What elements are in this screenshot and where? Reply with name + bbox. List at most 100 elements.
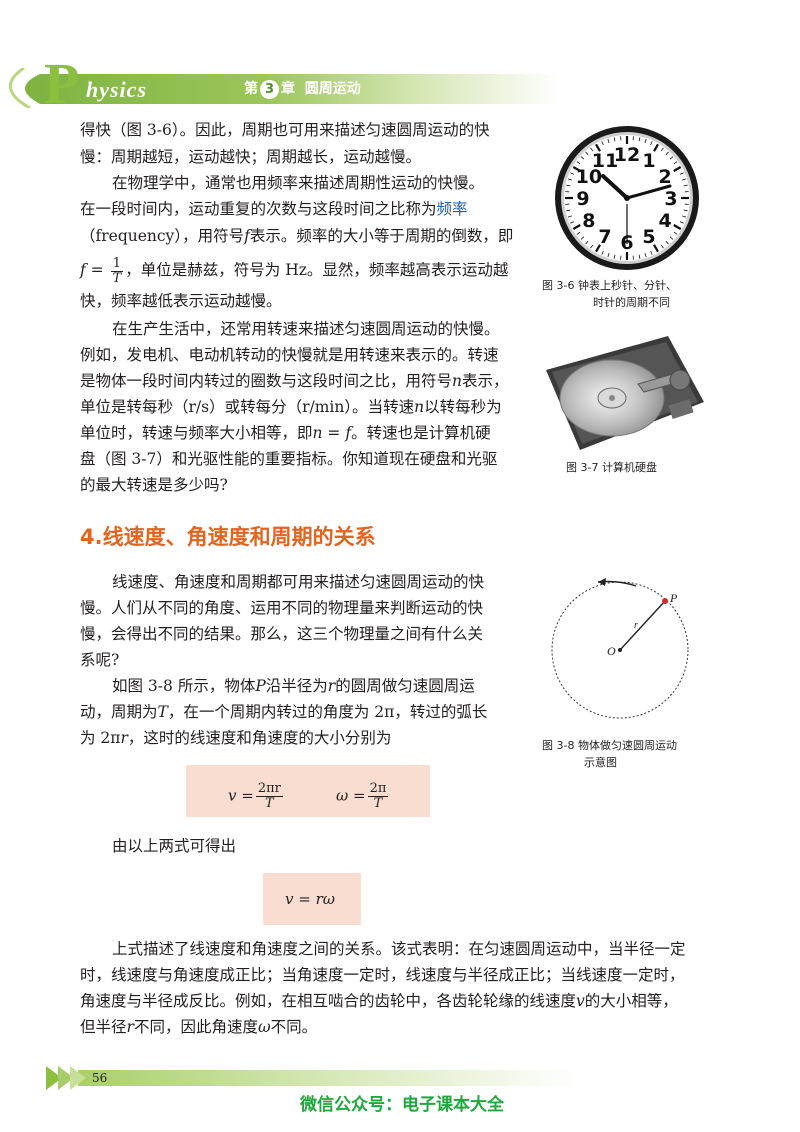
para6-line4-text-a: 但半径 <box>80 1018 127 1036</box>
caption-fig-3-6-line2: 时针的周期不同 <box>593 296 670 309</box>
para3-line1: 在生产生活中，还常用转速来描述匀速圆周运动的快慢。 <box>112 320 500 338</box>
disk-spindle-center <box>609 395 615 401</box>
clock-tick <box>572 224 581 230</box>
para5-line1-text-c: 的圆周做匀速圆周运 <box>335 677 475 695</box>
clock-tick <box>673 161 678 165</box>
clock-tick <box>576 161 581 165</box>
chapter-suffix: 章 <box>281 81 295 97</box>
clock-tick <box>585 240 589 245</box>
para3-line5-text-a: 单位时，转速与频率大小相等，即 <box>80 424 313 442</box>
clock-numeral: 2 <box>658 166 671 188</box>
para5-line3-text-a: 为 2π <box>80 729 121 747</box>
clock-tick <box>682 178 687 181</box>
symbol-omega: ω <box>257 1018 271 1036</box>
formula-v-numerator: 2πr <box>255 781 283 797</box>
point-p <box>662 598 668 604</box>
clock-ticks <box>565 136 689 260</box>
para5-line2-text-a: 动，周期为 <box>80 703 158 721</box>
disk-magnet <box>668 398 694 420</box>
logo-initial: P <box>44 51 80 116</box>
clock-tick <box>580 236 585 240</box>
fraction-numerator: 1 <box>110 256 124 272</box>
clock-tick <box>566 184 571 187</box>
para2-line2: 在一段时间内，运动重复的次数与这段时间之比称为频率 <box>80 199 468 219</box>
clock-tick <box>567 215 572 218</box>
logo-text: hysics <box>86 77 147 102</box>
clock-tick <box>613 254 616 259</box>
term-frequency: 频率 <box>436 200 468 218</box>
clock-tick <box>673 166 682 172</box>
clock-numeral: 4 <box>658 210 671 232</box>
figure-circular-motion: P O r <box>551 578 689 719</box>
clock-tick <box>653 143 659 152</box>
symbol-n-2: n <box>414 398 425 416</box>
radius-line <box>619 600 666 651</box>
symbol-r-2: r <box>120 729 128 747</box>
clock-tick <box>660 147 664 152</box>
para4-line4: 系呢? <box>80 651 120 669</box>
direction-arrow-head <box>598 578 606 586</box>
clock-tick <box>590 244 594 249</box>
clock-tick <box>585 151 589 156</box>
fraction-denominator: T <box>112 270 122 286</box>
section-heading: 4.线速度、角速度和周期的关系 <box>80 525 376 549</box>
para3-line3-text-a: 是物体一段时间内转过的圈数与这段时间之比，用符号 <box>80 372 453 390</box>
clock-tick <box>673 231 678 235</box>
para1-line1: 得快（图 3-6）。因此，周期也可用来描述匀速圆周运动的快 <box>80 121 490 139</box>
symbol-r: r <box>327 677 336 695</box>
clock-tick <box>644 138 647 143</box>
para4-line2: 慢。人们从不同的角度、运用不同的物理量来判断运动的快 <box>80 599 484 617</box>
para2-line3-text-a: （frequency），用符号 <box>80 227 245 245</box>
clock-tick <box>665 240 669 245</box>
clock-tick <box>683 209 688 212</box>
clock-hour-hand <box>601 174 629 200</box>
figure-hard-disk <box>546 336 704 450</box>
clock-tick <box>595 244 601 253</box>
footer-arrow-3 <box>70 1066 86 1090</box>
para6-line4-text-c: 不同。 <box>270 1018 318 1036</box>
formula-f-eq: = <box>85 261 109 279</box>
symbol-p: P <box>255 677 266 695</box>
para6-line2: 时，线速度与角速度成正比；当角速度一定时，线速度与半径成正比；当线速度一定时， <box>80 966 685 984</box>
label-p: P <box>669 591 678 605</box>
caption-fig-3-8-line1: 图 3-8 物体做匀速圆周运动 <box>542 739 677 752</box>
para6-line3: 角速度与半径成反比。例如，在相互啮合的齿轮中，各齿轮轮缘的线速度v的大小相等， <box>80 991 678 1011</box>
formula-omega-lhs: ω = <box>336 786 366 805</box>
para6-line3-text-a: 角速度与半径成反比。例如，在相互啮合的齿轮中，各齿轮轮缘的线速度 <box>80 992 577 1010</box>
formula-omega-numerator: 2π <box>367 781 389 797</box>
para6-line4: 但半径r不同，因此角速度ω不同。 <box>80 1017 317 1037</box>
para2-line4-text: ，单位是赫兹，符号为 Hz。显然，频率越高表示运动越 <box>125 261 509 279</box>
clock-tick <box>595 143 601 152</box>
para4-line3: 慢，会得出不同的结果。那么，这三个物理量之间有什么关 <box>80 625 484 643</box>
clock-tick <box>669 156 674 160</box>
clock-numeral: 1 <box>642 150 655 172</box>
para2-line2-text: 在一段时间内，运动重复的次数与这段时间之比称为 <box>80 200 437 218</box>
chapter-number: 3 <box>260 80 279 99</box>
clock-tick <box>669 236 674 240</box>
formula-omega-denominator: T <box>373 796 383 811</box>
circle-path <box>551 581 689 719</box>
para3-line4: 单位是转每秒（r/s）或转每分（r/min）。当转速n以转每秒为 <box>80 397 502 417</box>
clock-tick <box>644 253 647 258</box>
clock-numeral: 8 <box>582 210 595 232</box>
watermark: 微信公众号：电子课本大全 <box>300 1095 504 1115</box>
symbol-r-3: r <box>126 1018 134 1036</box>
para5-line2: 动，周期为T，在一个周期内转过的角度为 2π，转过的弧长 <box>80 702 487 722</box>
para3-line6: 盘（图 3-7）和光驱性能的重要指标。你知道现在硬盘和光驱 <box>80 450 498 468</box>
clock-tick <box>682 215 687 218</box>
caption-fig-3-6-line1: 图 3-6 钟表上秒针、分针、 <box>542 279 677 292</box>
para5-line1-text-b: 沿半径为 <box>265 677 328 695</box>
formula-f-lhs: f <box>80 261 86 279</box>
clock-tick <box>580 156 585 160</box>
label-o: O <box>607 644 616 658</box>
symbol-t: T <box>157 703 168 721</box>
clock-tick <box>660 244 664 249</box>
label-r: r <box>634 620 638 631</box>
clock-tick <box>567 178 572 181</box>
footer-band <box>46 1066 578 1090</box>
